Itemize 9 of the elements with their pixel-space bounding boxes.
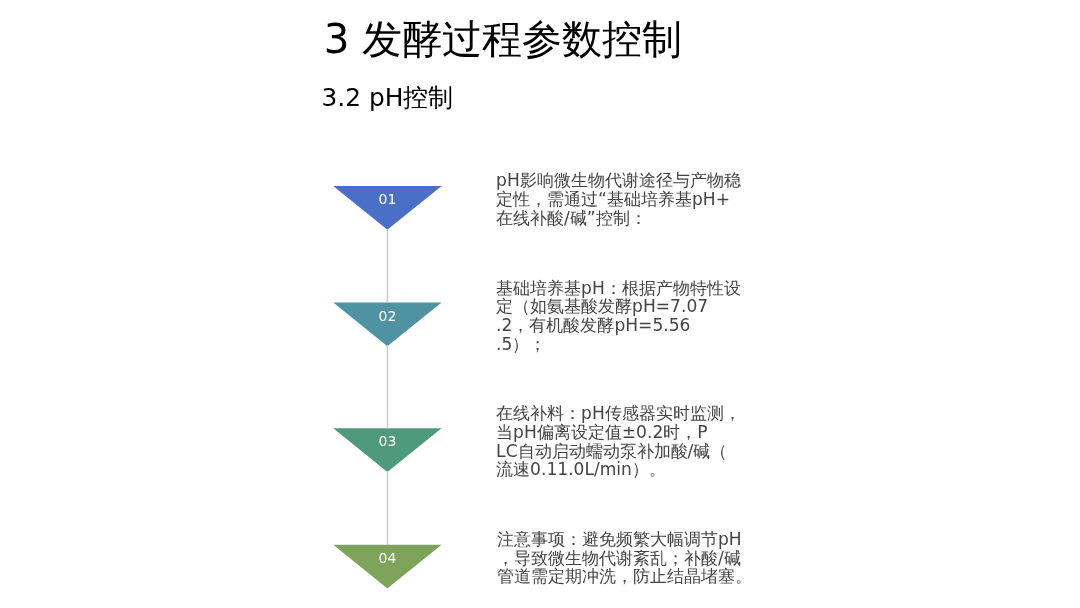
node-label: pH影响微生物代谢途径与产物稳定性，需通过“基础培养基pH+在线补酸/碱”控制： <box>496 170 741 228</box>
diagram-title: 3 发酵过程参数控制 <box>323 15 683 63</box>
label: 3.2 pH控制 <box>321 82 454 112</box>
node-label: 基础培养基pH：根据产物特性设定（如氨基酸发酵pH=7.07.2，有机酸发酵pH=5.56.5）； <box>496 277 741 354</box>
node-label: 在线补料：pH传感器实时监测，当pH偏离设定值±0.2时，PLC自动启动蠕动泵补加酸/碱（流速0.11.0L/min）。 <box>496 403 741 480</box>
connector <box>386 228 389 304</box>
node-label: 注意事项：避免频繁大幅调节pH，导致微生物代谢紊乱；补酸/碱管道需定期冲洗，防止结晶堵塞。 <box>496 529 752 587</box>
connector <box>386 470 389 546</box>
connector <box>386 344 389 430</box>
